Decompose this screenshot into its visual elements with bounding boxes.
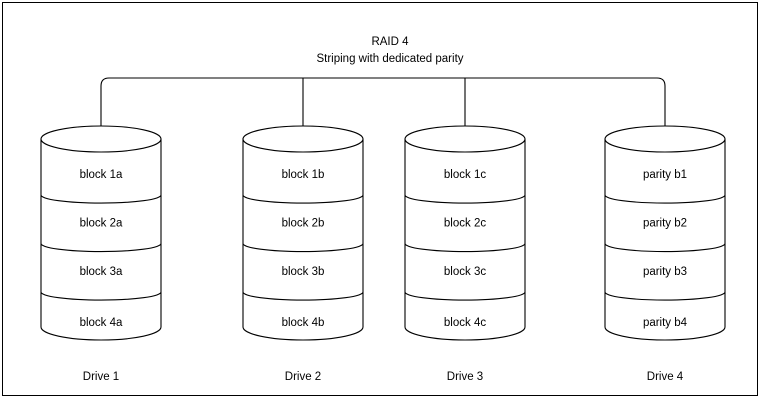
cylinder-top-ellipse bbox=[604, 125, 726, 153]
band-separator-1 bbox=[404, 194, 526, 204]
block-label: parity b2 bbox=[643, 218, 687, 230]
drive-3[interactable]: block 1c block 2c block 3c block 4c Drive 3 bbox=[404, 125, 526, 383]
block-label: block 1a bbox=[80, 169, 123, 181]
block-label: block 4c bbox=[444, 317, 486, 329]
band-separator-3 bbox=[40, 291, 162, 301]
drive-4[interactable]: parity b1 parity b2 parity b3 parity b4 Driv… bbox=[604, 125, 726, 383]
block-label: parity b3 bbox=[643, 266, 687, 278]
cylinder-body bbox=[404, 138, 526, 341]
diagram-subtitle-line2: Striping with dedicated parity bbox=[316, 53, 463, 65]
cylinder-top-ellipse bbox=[404, 125, 526, 153]
drive-2[interactable]: block 1b block 2b block 3b block 4b Drive 2 bbox=[242, 125, 364, 383]
cylinder-body bbox=[40, 138, 162, 341]
drive-label: Drive 1 bbox=[83, 371, 119, 383]
block-label: block 1c bbox=[444, 169, 486, 181]
block-label: block 3a bbox=[80, 266, 123, 278]
block-label: block 3b bbox=[282, 266, 325, 278]
raid-controller-bus bbox=[100, 77, 666, 139]
cylinder-body bbox=[242, 138, 364, 341]
drive-label: Drive 4 bbox=[647, 371, 684, 383]
band-separator-3 bbox=[604, 291, 726, 301]
band-separator-2 bbox=[404, 243, 526, 253]
band-separator-3 bbox=[404, 291, 526, 301]
band-separator-1 bbox=[604, 194, 726, 204]
band-separator-1 bbox=[242, 194, 364, 204]
block-label: block 3c bbox=[444, 266, 486, 278]
band-separator-3 bbox=[242, 291, 364, 301]
band-separator-2 bbox=[242, 243, 364, 253]
block-label: block 2a bbox=[80, 218, 123, 230]
block-label: block 1b bbox=[282, 169, 325, 181]
cylinder-top-ellipse bbox=[40, 125, 162, 153]
band-separator-2 bbox=[604, 243, 726, 253]
block-label: block 4a bbox=[80, 317, 123, 329]
block-label: block 2b bbox=[282, 218, 325, 230]
drive-label: Drive 2 bbox=[285, 371, 321, 383]
cylinder-body bbox=[604, 138, 726, 341]
block-label: block 2c bbox=[444, 218, 486, 230]
band-separator-2 bbox=[40, 243, 162, 253]
block-label: parity b4 bbox=[643, 317, 688, 329]
drive-1[interactable]: block 1a block 2a block 3a block 4a Drive 1 bbox=[40, 125, 162, 383]
bus-bracket-path bbox=[100, 77, 666, 139]
block-label: parity b1 bbox=[643, 169, 687, 181]
diagram-title-line1: RAID 4 bbox=[371, 36, 409, 48]
drive-label: Drive 3 bbox=[447, 371, 483, 383]
page-border bbox=[2, 2, 758, 396]
block-label: block 4b bbox=[282, 317, 325, 329]
cylinder-top-ellipse bbox=[242, 125, 364, 153]
band-separator-1 bbox=[40, 194, 162, 204]
